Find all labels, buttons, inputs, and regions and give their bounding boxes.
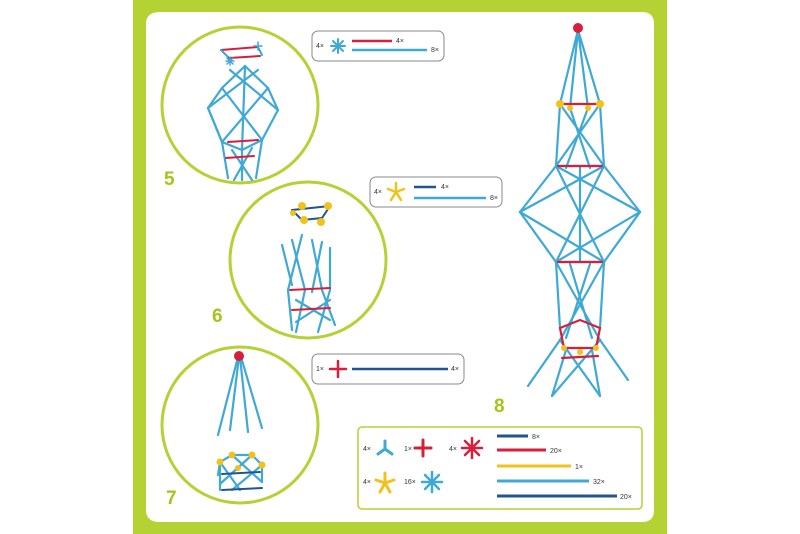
finished-tower-illustration: [518, 23, 642, 398]
red-top-connector: [234, 351, 244, 361]
inventory-item-4-qty: 4×: [363, 479, 371, 486]
inventory-item-1-qty: 4×: [363, 446, 371, 453]
inventory-item-6-qty: 8×: [532, 434, 540, 441]
step-7-part-2-qty: 4×: [451, 366, 459, 373]
step-5-assembly-illustration: [206, 41, 280, 182]
step-5-part-1-qty: 4×: [316, 43, 324, 50]
step-7-assembly-illustration: [216, 351, 266, 492]
step-8-number: 8: [494, 396, 505, 417]
step-6-assembly-illustration: [280, 202, 337, 334]
step-6-number: 6: [212, 306, 223, 327]
inventory-item-9-qty: 32×: [593, 479, 605, 486]
step-7: 7 1× 4×: [160, 345, 465, 509]
step-5-part-2-qty: 4×: [396, 38, 404, 45]
connector-6-light-blue-icon: [420, 470, 444, 494]
connector-5-yellow-icon: [374, 471, 396, 494]
step-6-detail-circle: [228, 180, 388, 340]
inventory-item-7-qty: 20×: [550, 448, 562, 455]
step-5-parts-box: [311, 30, 445, 62]
step-7-detail-circle: [160, 345, 320, 505]
connector-8-red-icon: [460, 436, 484, 460]
step-5-part-3-qty: 8×: [431, 47, 439, 54]
inventory-item-5-qty: 16×: [404, 479, 416, 486]
connector-5-yellow-icon: [386, 181, 406, 202]
step-7-part-1-qty: 1×: [316, 366, 324, 373]
step-5-number: 5: [164, 169, 175, 190]
connector-3-light-blue-icon: [376, 439, 394, 456]
step-6-parts-box: [369, 176, 503, 208]
connector-4-red-icon: [413, 438, 433, 458]
step-5-detail-circle: [160, 25, 320, 185]
step-6-part-1-qty: 4×: [374, 189, 382, 196]
connector-4-red-icon: [328, 359, 348, 379]
step-7-number: 7: [166, 488, 177, 509]
inventory-item-2-qty: 1×: [404, 446, 412, 453]
tower-top-connector: [573, 23, 583, 33]
step-6: 6 4× 4× 8×: [212, 176, 503, 340]
inventory-item-8-qty: 1×: [575, 464, 583, 471]
parts-inventory: 4× 1× 4× 4× 16× 8× 20× 1× 3: [357, 426, 643, 510]
connector-6-light-blue-icon: [330, 38, 346, 54]
step-8: 8: [494, 23, 642, 417]
step-6-part-2-qty: 4×: [441, 184, 449, 191]
step-5: 5 4× 4× 8×: [160, 25, 445, 190]
inventory-item-10-qty: 20×: [620, 494, 632, 501]
inventory-item-3-qty: 4×: [449, 446, 457, 453]
step-6-part-3-qty: 8×: [490, 195, 498, 202]
